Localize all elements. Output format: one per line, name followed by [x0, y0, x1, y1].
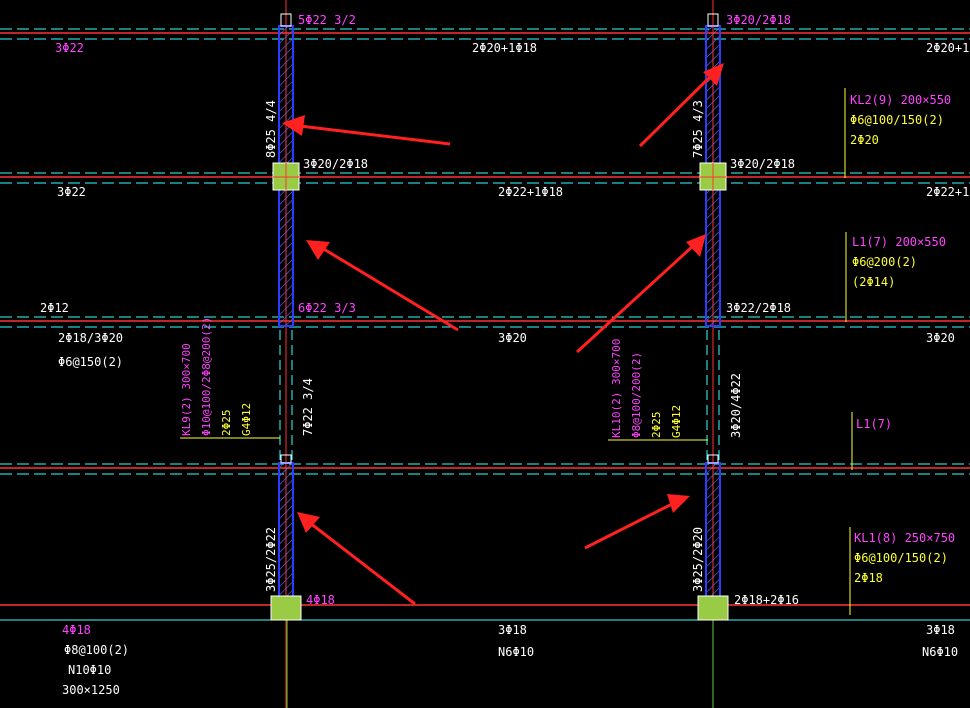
label-b3-left-a: 2Φ18/3Φ20 — [58, 331, 123, 345]
label-col2-node: 3Φ20/2Φ18 — [730, 157, 795, 171]
label-b2-mid: 2Φ22+1Φ18 — [498, 185, 563, 199]
label-kl9-g: G4Φ12 — [240, 403, 253, 436]
label-b3-left-b: Φ6@150(2) — [58, 355, 123, 369]
label-b5-right-b: N6Φ10 — [922, 645, 958, 659]
label-b5-left-b: Φ8@100(2) — [64, 643, 129, 657]
label-kl10-name: KL10(2) 300×700 — [610, 339, 623, 438]
label-kl10-stirrup: Φ8@100/200(2) — [630, 352, 643, 438]
label-l1-b: L1(7) — [856, 417, 892, 431]
label-col2-bottom: 2Φ18+2Φ16 — [734, 593, 799, 607]
vertical-beam-lines — [279, 0, 720, 708]
label-b5-left-d: 300×1250 — [62, 683, 120, 697]
label-kl1-bar: 2Φ18 — [854, 571, 883, 585]
label-b1-left: 3Φ22 — [55, 41, 84, 55]
label-b5-mid-a: 3Φ18 — [498, 623, 527, 637]
arrow-5[interactable] — [297, 512, 416, 606]
label-l1-bar: (2Φ14) — [852, 275, 895, 289]
label-col1-node: 3Φ20/2Φ18 — [303, 157, 368, 171]
labels: 5Φ22 3/2 3Φ20/2Φ18 3Φ22 2Φ20+1Φ18 2Φ20+1… — [40, 13, 970, 697]
label-col2-seg2: 7Φ25 4/3 — [691, 100, 705, 158]
label-kl2-stirrup: Φ6@100/150(2) — [850, 113, 944, 127]
label-col1-seg4: 7Φ22 3/4 — [301, 378, 315, 436]
label-col2-top: 3Φ20/2Φ18 — [726, 13, 791, 27]
label-b5-mid-b: N6Φ10 — [498, 645, 534, 659]
label-b2-left: 3Φ22 — [57, 185, 86, 199]
label-col1-top: 5Φ22 3/2 — [298, 13, 356, 27]
label-b3-right: 3Φ20 — [926, 331, 955, 345]
label-b5-left-a: 4Φ18 — [62, 623, 91, 637]
label-kl10-g: G4Φ12 — [670, 405, 683, 438]
label-b3-mid: 3Φ20 — [498, 331, 527, 345]
arrow-1[interactable] — [282, 115, 451, 146]
label-col2-seg5: 3Φ25/2Φ20 — [691, 527, 705, 592]
label-kl1-stirrup: Φ6@100/150(2) — [854, 551, 948, 565]
label-b5-right-a: 3Φ18 — [926, 623, 955, 637]
label-b1-right: 2Φ20+1Φ — [926, 41, 970, 55]
arrow-2[interactable] — [638, 63, 724, 148]
column-left — [278, 13, 294, 598]
label-kl2-name: KL2(9) 200×550 — [850, 93, 951, 107]
label-kl9-stirrup: Φ10@100/2Φ8@200(2) — [200, 317, 213, 436]
label-kl10-bar: 2Φ25 — [650, 412, 663, 439]
label-b3-left-top: 2Φ12 — [40, 301, 69, 315]
label-b1-mid: 2Φ20+1Φ18 — [472, 41, 537, 55]
annotation-arrows[interactable] — [282, 63, 724, 606]
label-kl1-name: KL1(8) 250×750 — [854, 531, 955, 545]
column-right — [705, 13, 721, 598]
label-col1-seg5: 3Φ25/2Φ22 — [264, 527, 278, 592]
label-b5-left-c: N10Φ10 — [68, 663, 111, 677]
label-kl9-name: KL9(2) 300×700 — [180, 343, 193, 436]
arrow-4[interactable] — [575, 234, 706, 354]
label-col1-seg2: 8Φ25 4/4 — [264, 100, 278, 158]
label-kl2-bar: 2Φ20 — [850, 133, 879, 147]
label-b2-right: 2Φ22+1Φ — [926, 185, 970, 199]
label-col2-seg3: 3Φ22/2Φ18 — [726, 301, 791, 315]
label-col1-seg3: 6Φ22 3/3 — [298, 301, 356, 315]
label-col1-bottom: 4Φ18 — [306, 593, 335, 607]
label-l1-stirrup: Φ6@200(2) — [852, 255, 917, 269]
beam-lines — [0, 28, 970, 621]
arrow-3[interactable] — [306, 240, 459, 332]
column-nodes — [270, 162, 729, 621]
label-l1-name: L1(7) 200×550 — [852, 235, 946, 249]
label-kl9-bar: 2Φ25 — [220, 410, 233, 437]
leader-lines — [180, 88, 853, 615]
arrow-6[interactable] — [584, 494, 690, 550]
label-col2-seg4: 3Φ20/4Φ22 — [729, 373, 743, 438]
